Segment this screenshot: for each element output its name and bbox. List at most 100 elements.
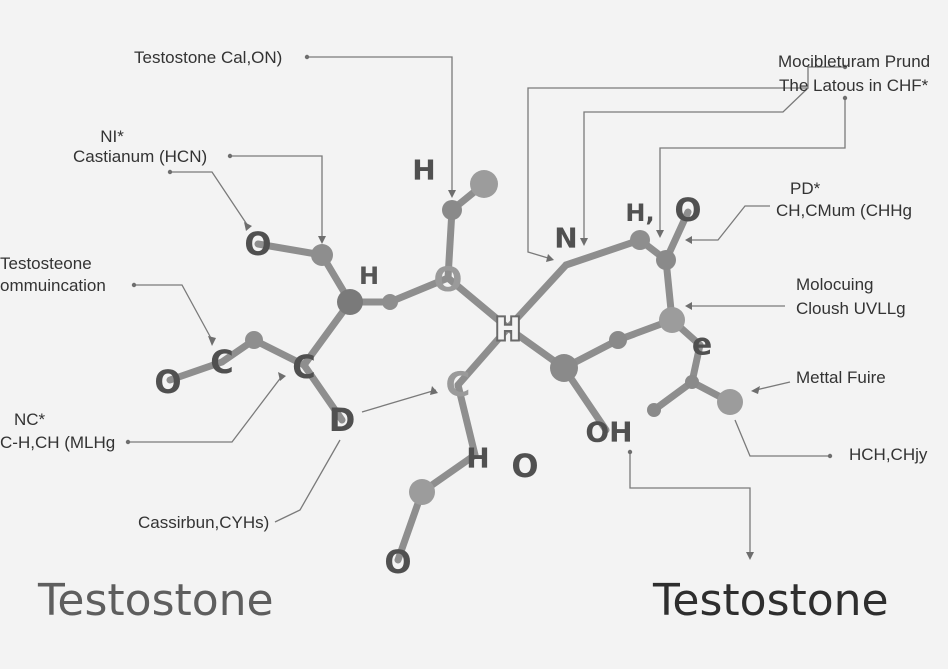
leader-dot <box>304 54 310 60</box>
arrowhead <box>448 190 456 198</box>
label-latous: The Latous in CHF* <box>779 76 929 95</box>
atom <box>609 331 627 349</box>
leader-dot <box>167 169 173 175</box>
atom-label-e-right: e <box>692 328 712 363</box>
atom-label-c-center-lower: C <box>446 365 471 405</box>
leader-mocibleturam-a <box>527 66 845 259</box>
arrowhead <box>244 222 252 231</box>
bond <box>386 274 452 306</box>
atom <box>470 170 498 198</box>
label-nc-star: NC* <box>14 410 46 429</box>
atom-label-c-mid-left: C <box>292 348 315 386</box>
label-cloush: Cloush UVLLg <box>796 299 906 318</box>
bond <box>250 336 308 369</box>
leader-dot <box>125 439 131 445</box>
arrowhead <box>208 336 216 346</box>
leader-communication <box>134 284 213 341</box>
atom-labels: H O H O N H, O H O C C D C OH e H O O <box>154 154 712 582</box>
bond <box>300 298 354 369</box>
atom-label-o-bottom: O <box>384 543 411 581</box>
atom <box>311 244 333 266</box>
atom <box>717 389 743 415</box>
arrowhead <box>546 254 554 262</box>
arrowhead <box>751 386 760 394</box>
label-mettal-fuire: Mettal Fuire <box>796 368 886 387</box>
label-castianum: Castianum (HCN) <box>73 147 207 166</box>
atom <box>409 479 435 505</box>
bond <box>562 236 644 269</box>
leader-markers <box>125 54 848 560</box>
leader-cassirbun <box>274 439 341 523</box>
arrowhead <box>318 236 326 244</box>
arrowhead <box>656 230 664 238</box>
leader-hch <box>734 419 830 457</box>
atoms <box>245 170 743 505</box>
leader-dot <box>827 453 833 459</box>
leader-mettal <box>755 381 791 391</box>
arrowhead <box>685 302 692 310</box>
atom-label-o-center-top: O <box>434 260 463 300</box>
atom <box>647 403 661 417</box>
atom-label-o-right: O <box>674 191 701 229</box>
leader-dot <box>842 64 848 70</box>
bond <box>166 358 226 384</box>
atom <box>550 354 578 382</box>
leader-castianum <box>230 155 323 238</box>
arrowhead <box>580 238 588 246</box>
atom-label-o-far-left: O <box>154 363 181 401</box>
leader-dot <box>842 95 848 101</box>
title-left: Testostone <box>37 575 274 626</box>
atom-label-oh-right: OH <box>585 416 632 449</box>
atom-label-o-bottom-right: O <box>511 447 538 485</box>
atom <box>245 331 263 349</box>
label-mocibleturam: Mocibleturam Prund <box>778 52 930 71</box>
atom-label-d-lower: D <box>329 401 356 439</box>
atom <box>442 200 462 220</box>
leader-castianum-left <box>170 171 249 227</box>
leader-chh <box>128 375 283 443</box>
label-testosterone-cal: Testostone Cal,ON) <box>134 48 282 67</box>
atom-label-c-left: C <box>210 343 233 381</box>
bond <box>454 324 512 389</box>
leader-latous <box>659 98 846 232</box>
label-molocuing: Molocuing <box>796 275 874 294</box>
label-chh-mlhg: C-H,CH (MLHg <box>0 433 115 452</box>
leader-arrow-d-c <box>361 389 437 413</box>
bond <box>454 381 479 459</box>
atom-label-h-top: H <box>412 154 435 187</box>
right-labels: Mocibleturam Prund The Latous in CHF* PD… <box>776 52 930 464</box>
bond <box>300 361 346 424</box>
label-ch-cmum: CH,CMum (CHHg <box>776 201 912 220</box>
arrowhead <box>685 236 692 244</box>
atom <box>337 289 363 315</box>
atom <box>685 375 699 389</box>
bond <box>444 274 512 332</box>
atom <box>382 294 398 310</box>
leader-lines <box>128 56 846 556</box>
left-labels: Testostone Cal,ON) NI* Castianum (HCN) T… <box>0 48 282 532</box>
atom-label-n-upper: N <box>554 222 577 255</box>
atom-label-h-right: H, <box>625 199 654 227</box>
label-testosteone: Testosteone <box>0 254 92 273</box>
leader-oh <box>629 452 751 556</box>
label-cassirbun: Cassirbun,CYHs) <box>138 513 269 532</box>
atom-label-o-upper-left: O <box>244 225 271 263</box>
label-ommuincation: ommuincation <box>0 276 106 295</box>
atom <box>659 307 685 333</box>
label-ni-star: NI* <box>100 127 124 146</box>
bond <box>650 378 696 414</box>
bond <box>504 261 570 332</box>
arrowhead <box>278 372 286 381</box>
leader-pd <box>690 205 770 241</box>
bond <box>444 206 456 282</box>
atom <box>656 250 676 270</box>
leader-testosterone-cal <box>307 56 453 192</box>
leader-dot <box>131 282 137 288</box>
title-right: Testostone <box>652 575 889 626</box>
label-pd-star: PD* <box>790 179 821 198</box>
atom-label-h-left: H <box>359 262 379 290</box>
label-hch-chjy: HCH,CHjy <box>849 445 928 464</box>
leader-mocibleturam-b <box>583 87 809 240</box>
leader-dot <box>627 449 633 455</box>
